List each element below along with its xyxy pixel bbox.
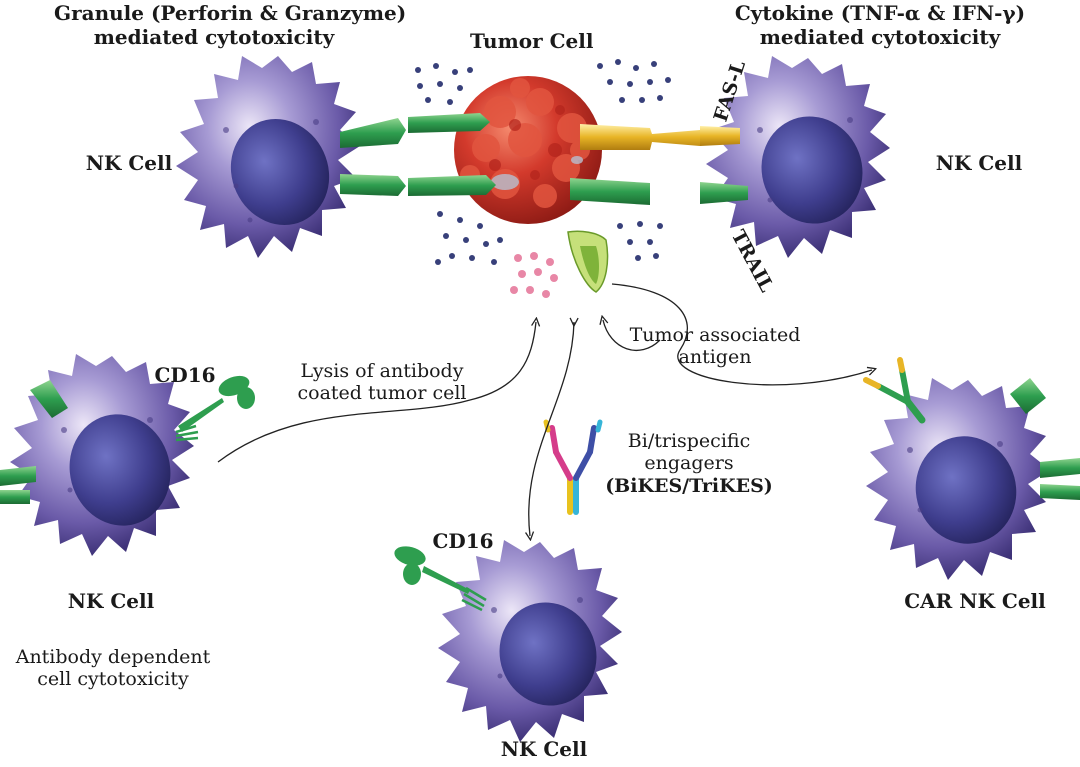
- nk-cell-label-left: NK Cell: [85, 151, 173, 175]
- granule-title: Granule (Perforin & Granzyme) mediated c…: [54, 1, 407, 49]
- nk-cell-bottom: [394, 540, 622, 742]
- granule-title-line2: mediated cytotoxicity: [93, 24, 335, 49]
- car-receptor: [863, 357, 926, 424]
- nk-cell-top-left: [176, 56, 406, 258]
- nk-cell-adcc: [0, 354, 255, 556]
- cytokine-title-line1: Cytokine (TNF-α & IFN-γ): [734, 1, 1026, 25]
- bispecific-antibody: [543, 419, 603, 515]
- taa-label-line1: Tumor associated: [629, 324, 801, 346]
- granule-title-line1: Granule (Perforin & Granzyme): [54, 1, 407, 25]
- fas-ligand-receptor: [580, 124, 700, 150]
- car-nk-cell-label: CAR NK Cell: [904, 589, 1046, 613]
- lysis-label: Lysis of antibody coated tumor cell: [292, 360, 472, 405]
- nk-cell-label-adcc: NK Cell: [67, 589, 155, 613]
- cytokine-title-line2: mediated cytotoxicity: [759, 24, 1001, 49]
- car-nk-cell: [863, 357, 1080, 580]
- tumor-cell: [454, 76, 602, 224]
- tumor-receptor-left-upper: [408, 113, 490, 133]
- cd16-label-left: CD16: [154, 363, 216, 387]
- taa-label: Tumor associated antigen: [620, 324, 810, 369]
- adcc-label-line1: Antibody dependent: [15, 646, 211, 668]
- engager-label-line1: Bi/trispecific: [627, 430, 751, 452]
- arrow-antigen-to-tumor: [603, 320, 661, 351]
- tumor-associated-antigen: [567, 230, 609, 293]
- granule-dots-right: [597, 59, 671, 261]
- cytokine-dots: [510, 252, 558, 298]
- tumor-cell-label: Tumor Cell: [470, 29, 594, 53]
- nk-cell-top-right: [700, 56, 890, 258]
- taa-label-line2: antigen: [678, 346, 752, 369]
- arrow-engager-bidirectional: [529, 322, 574, 536]
- nk-cell-label-bottom: NK Cell: [500, 737, 588, 761]
- lysis-label-line2: coated tumor cell: [297, 382, 467, 405]
- nk-cell-label-right: NK Cell: [935, 151, 1023, 175]
- cd16-label-bottom: CD16: [432, 529, 494, 553]
- adcc-label: Antibody dependent cell cytotoxicity: [8, 646, 218, 691]
- engager-label-line3: (BiKES/TriKES): [605, 474, 773, 497]
- cytokine-title: Cytokine (TNF-α & IFN-γ) mediated cytoto…: [720, 1, 1040, 49]
- granule-dots-left: [415, 63, 503, 265]
- arrow-car-antigen: [611, 283, 872, 386]
- tumor-receptor-left-lower: [408, 175, 496, 196]
- cd16-receptor-bottom: [394, 546, 487, 612]
- cd16-receptor-left: [175, 375, 255, 442]
- adcc-label-line2: cell cytotoxicity: [37, 668, 189, 691]
- engager-label-line2: engagers: [644, 452, 734, 475]
- tumor-receptor-right-lower: [570, 178, 650, 205]
- lysis-label-line1: Lysis of antibody: [300, 360, 464, 382]
- engager-label: Bi/trispecific engagers (BiKES/TriKES): [594, 430, 784, 497]
